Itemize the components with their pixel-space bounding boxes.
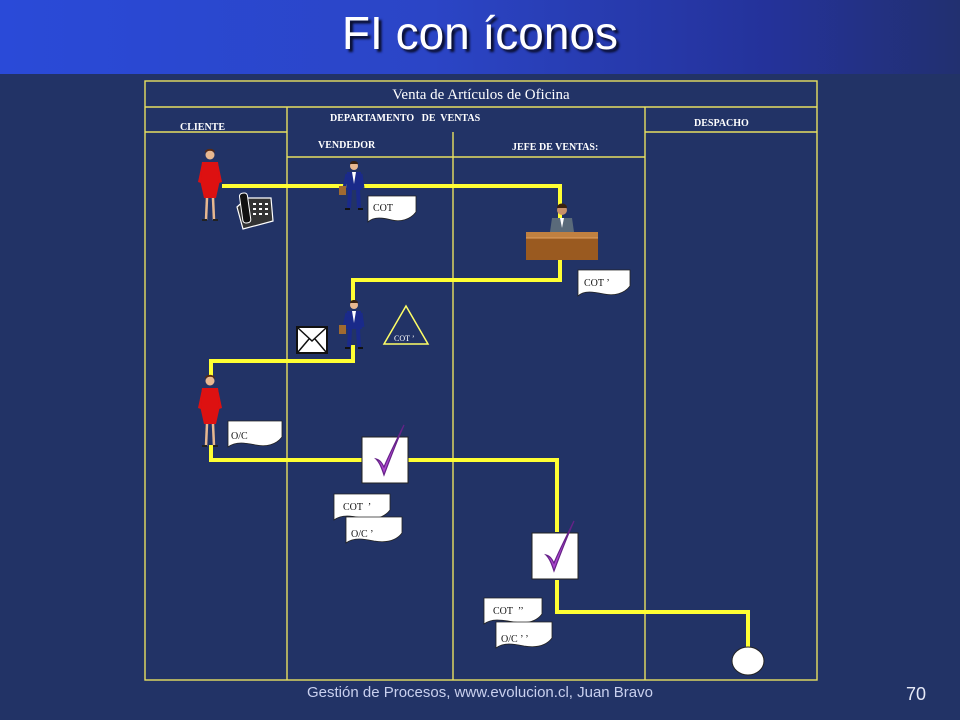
diagram-title: Venta de Artículos de Oficina [392,87,570,103]
slide-footer: Gestión de Procesos, www.evolucion.cl, J… [306,684,653,701]
archive-triangle-icon [382,304,430,345]
diagram-frame [144,80,818,681]
triangle-label: COT ’ [394,334,415,343]
lane-cliente: CLIENTE [180,122,225,133]
document-cot-double-prime: COT ’’ [483,597,543,625]
lane-despacho: DESPACHO [694,118,749,129]
document-cot-prime: COT ’ [333,493,391,521]
checkmark-icon [531,520,579,580]
document-label: O/C ’ ’ [501,634,529,645]
lane-vendedor: VENDEDOR [318,140,376,151]
woman-client-icon [198,148,222,221]
document-label: COT ’ [584,278,610,289]
document-label: COT [373,203,393,214]
document-oc-double-prime: O/C ’ ’ [495,621,553,649]
checkmark-icon [361,424,409,484]
telephone-icon [236,192,274,230]
page-number: 70 [906,684,927,704]
envelope-icon [296,326,328,354]
document-oc-prime: O/C ’ [345,516,403,544]
salesman-icon [339,161,365,210]
end-circle-icon [731,646,765,676]
salesman-icon [339,300,365,349]
document-label: O/C ’ [351,529,374,540]
document-label: O/C [231,431,248,442]
woman-client-icon [198,374,222,447]
flow-lines [209,184,750,648]
document-oc: O/C [227,420,283,448]
lane-jefe: JEFE DE VENTAS: [512,142,598,153]
slide-title: FI con íconos [341,7,619,59]
header-band [0,0,960,74]
manager-desk-icon [526,203,598,260]
document-cot-prime: COT ’ [577,269,631,297]
document-label: COT ’’ [493,606,524,617]
document-cot: COT [367,195,417,223]
lane-departamento: DEPARTAMENTO DE VENTAS [330,113,481,124]
document-label: COT ’ [343,502,371,513]
